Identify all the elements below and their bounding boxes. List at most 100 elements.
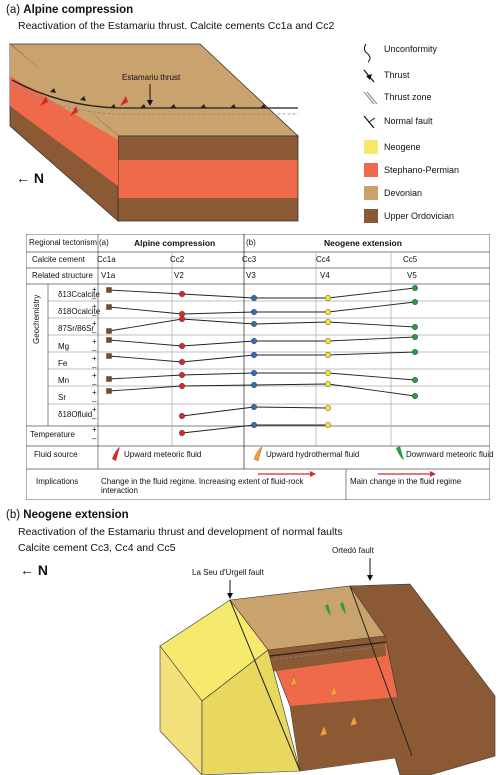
point-7-1 (178, 412, 185, 419)
structure-v3: V3 (246, 271, 256, 280)
geochemistry-label: Geochemistry (32, 294, 41, 344)
point-0-4 (412, 285, 419, 292)
legend-normal-fault: Normal fault (384, 116, 433, 126)
panel-b-block-diagram (159, 558, 496, 775)
point-2-2 (250, 320, 257, 327)
point-3-3 (325, 337, 332, 344)
point-4-4 (412, 348, 419, 355)
point-8-2 (250, 421, 257, 428)
param-label-4: Fe (58, 358, 68, 368)
point-0-1 (178, 291, 185, 298)
point-7-3 (325, 404, 332, 411)
north-arrow-a: ← N (16, 170, 45, 186)
param-label-5: Mn (58, 376, 70, 385)
point-1-2 (250, 308, 257, 315)
plus-minus-0: +– (92, 285, 97, 303)
unconformity-icon (363, 43, 371, 63)
point-6-1 (178, 382, 185, 389)
upward-hydrothermal-fluid-icon (253, 446, 263, 462)
cement-cc4: Cc4 (316, 255, 331, 264)
param-label-7: δ18Ofluid (58, 410, 93, 420)
point-1-4 (412, 298, 419, 305)
point-6-4 (412, 392, 419, 399)
implication-arrow-2 (430, 471, 436, 477)
point-5-2 (250, 369, 257, 376)
point-3-0 (106, 337, 112, 343)
point-1-1 (178, 310, 185, 317)
cement-cc3: Cc3 (242, 255, 257, 264)
row-calcite-cement: Calcite cement (32, 255, 85, 264)
panel-b-subtitle-2: Calcite cement Cc3, Cc4 and Cc5 (18, 542, 176, 554)
cement-cc2: Cc2 (170, 255, 185, 264)
row-regional-tectonism: Regional tectonism (29, 238, 98, 247)
point-4-1 (178, 358, 185, 365)
param-label-1: δ18Ocalcite (58, 307, 101, 317)
plus-minus-6: +– (92, 388, 97, 407)
plus-minus-temperature: +– (92, 425, 97, 443)
legend-devonian: Devonian (384, 188, 423, 198)
point-2-4 (412, 323, 419, 330)
trend-line-0 (108, 287, 416, 299)
upward-meteoric-fluid-icon (112, 447, 120, 461)
plus-minus-5: +– (92, 371, 97, 389)
legend-neogene: Neogene (384, 142, 421, 152)
cement-cc1a: Cc1a (97, 255, 116, 264)
point-1-0 (106, 304, 112, 310)
implication-1: Change in the fluid regime. Increasing e… (101, 477, 304, 495)
phase-b-title: Neogene extension (324, 238, 402, 248)
point-2-3 (325, 318, 332, 325)
row-fluid-source: Fluid source (34, 450, 78, 459)
point-6-0 (106, 388, 112, 394)
thrust-zone-icon (363, 91, 378, 105)
point-8-1 (178, 429, 185, 436)
point-5-1 (178, 371, 185, 378)
north-arrow-b: ← N (20, 562, 49, 578)
point-4-3 (325, 351, 332, 358)
structure-v2: V2 (174, 271, 184, 280)
plus-minus-4: +– (92, 353, 97, 372)
point-5-3 (325, 369, 332, 376)
summary-table (26, 234, 490, 500)
point-6-2 (250, 381, 257, 388)
fluid-upward-hydrothermal: Upward hydrothermal fluid (266, 450, 360, 459)
point-6-3 (325, 380, 332, 387)
estamariu-thrust-label: Estamariu thrust (122, 73, 181, 82)
plus-minus-1: +– (92, 302, 97, 321)
point-2-0 (106, 328, 112, 334)
point-2-1 (178, 315, 185, 322)
thrust-icon (363, 69, 375, 83)
legend-thrust: Thrust (384, 70, 410, 80)
cement-cc5: Cc5 (403, 255, 418, 264)
trend-line-1 (108, 301, 416, 315)
point-4-2 (250, 351, 257, 358)
legend-unconformity: Unconformity (384, 44, 438, 54)
la-seu-durgell-fault-label: La Seu d'Urgell fault (192, 568, 264, 577)
point-5-4 (412, 376, 419, 383)
plus-minus-7: +– (92, 405, 97, 424)
fluid-upward-meteoric: Upward meteoric fluid (124, 450, 202, 459)
row-implications: Implications (36, 477, 79, 486)
structure-v5: V5 (407, 271, 417, 280)
point-0-0 (106, 287, 112, 293)
panel-b-subtitle-1: Reactivation of the Estamariu thrust and… (18, 526, 343, 538)
point-8-3 (325, 421, 332, 428)
legend (363, 43, 378, 223)
point-3-2 (250, 337, 257, 344)
param-label-2: 87Sr/86Sr (58, 324, 95, 334)
legend-thrust-zone: Thrust zone (384, 92, 432, 102)
param-label-6: Sr (58, 393, 66, 403)
trend-line-4 (108, 351, 416, 363)
ortedo-fault-label: Ortedó fault (332, 546, 374, 555)
normal-fault-icon (363, 115, 376, 129)
legend-upper-ordovician: Upper Ordovician (384, 211, 455, 221)
structure-v4: V4 (320, 271, 330, 280)
param-label-0: δ13Ccalcite (58, 290, 100, 299)
point-1-3 (325, 308, 332, 315)
point-5-0 (106, 376, 112, 382)
phase-a-label: (a) (99, 238, 109, 247)
plus-minus-3: +– (92, 336, 97, 355)
trend-line-5 (108, 372, 416, 381)
phase-b-label: (b) (246, 238, 256, 247)
phase-a-title: Alpine compression (134, 238, 216, 248)
fluid-downward-meteoric: Downward meteoric fluid (406, 450, 494, 459)
